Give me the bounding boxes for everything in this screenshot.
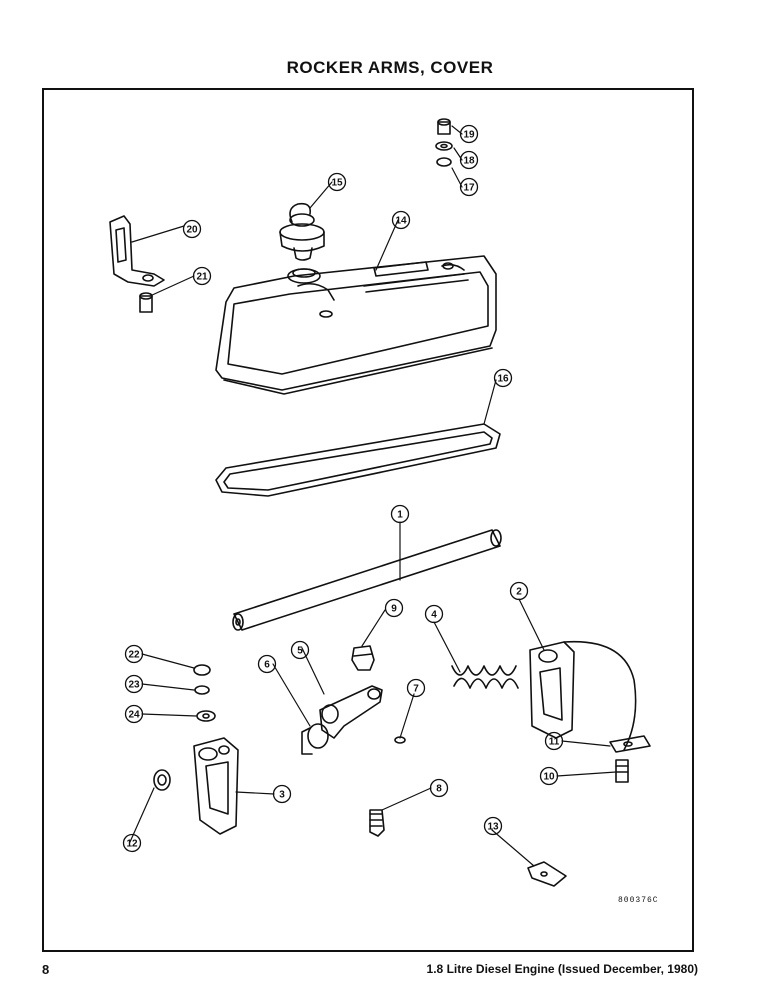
callout-circle (122, 833, 142, 853)
exploded-parts-diagram: 1 2 3 4 5 6 7 8 9 10 11 12 13 14 15 16 1… (109, 118, 651, 887)
cover-fixings (435, 118, 453, 167)
callout-circle (483, 816, 503, 836)
callout-circle (124, 674, 144, 694)
callout-10: 10 (543, 772, 555, 783)
drawing-reference-code: 800376C (618, 896, 659, 905)
callout-19: 19 (463, 130, 475, 141)
callout-circle (327, 172, 347, 192)
callout-18: 18 (463, 156, 475, 167)
callout-13: 13 (487, 822, 499, 833)
callout-circle (493, 368, 513, 388)
callout-circle (424, 604, 444, 624)
callout-20: 20 (186, 225, 198, 236)
spacer (139, 292, 153, 313)
spring (451, 665, 519, 689)
callout-circle (272, 784, 292, 804)
callout-circle (544, 731, 564, 751)
oil-filler-cap (279, 202, 325, 261)
bush (301, 723, 329, 755)
callout-circle (429, 778, 449, 798)
callout-11: 11 (549, 737, 560, 748)
rocker-shaft (232, 529, 502, 631)
page-number: 8 (42, 962, 50, 977)
callout-circle (459, 124, 479, 144)
callout-17: 17 (463, 183, 475, 194)
callout-24: 24 (128, 710, 140, 721)
rocker-arm (319, 685, 383, 739)
callout-circle (459, 150, 479, 170)
washer (153, 769, 171, 791)
callout-circle (539, 766, 559, 786)
callout-circle (124, 644, 144, 664)
rocker-bracket-right (529, 640, 637, 751)
leader-lines (129, 125, 617, 867)
gasket (215, 423, 501, 497)
callout-7: 7 (413, 684, 419, 695)
callout-3: 3 (279, 790, 285, 801)
callout-4: 4 (431, 610, 437, 621)
callout-1: 1 (397, 510, 403, 521)
page-title: ROCKER ARMS, COVER (286, 58, 494, 77)
bracket-fixings (193, 664, 216, 722)
adjusting-screw (369, 809, 385, 837)
callout-labels: 1 2 3 4 5 6 7 8 9 10 11 12 13 14 15 16 1… (126, 130, 559, 850)
callout-5: 5 (297, 646, 303, 657)
callout-circle (406, 678, 426, 698)
callout-circle (459, 177, 479, 197)
callout-circle (384, 598, 404, 618)
callout-6: 6 (264, 660, 270, 671)
callout-circle (509, 581, 529, 601)
callout-circle (182, 219, 202, 239)
callout-circle (390, 504, 410, 524)
callout-9: 9 (391, 604, 397, 615)
rocker-bracket-left (193, 737, 239, 835)
callout-12: 12 (126, 839, 138, 850)
callout-circle (290, 640, 310, 660)
callout-circle (257, 654, 277, 674)
callout-15: 15 (331, 178, 343, 189)
callout-2: 2 (516, 587, 522, 598)
plug (615, 759, 629, 783)
callout-21: 21 (196, 272, 208, 283)
locknut (351, 645, 375, 671)
callout-circle (391, 210, 411, 230)
footer-publication-info: 1.8 Litre Diesel Engine (Issued December… (426, 962, 698, 976)
diagram-frame: 1 2 3 4 5 6 7 8 9 10 11 12 13 14 15 16 1… (42, 88, 694, 952)
blanking-plate (527, 861, 567, 887)
rocker-cover (215, 255, 497, 395)
lifting-bracket (109, 215, 165, 287)
callout-22: 22 (128, 650, 140, 661)
callout-14: 14 (395, 216, 407, 227)
callout-8: 8 (436, 784, 442, 795)
callout-circle (192, 266, 212, 286)
callout-markers (122, 124, 564, 853)
callout-circle (124, 704, 144, 724)
locking-plate (609, 735, 651, 753)
callout-23: 23 (128, 680, 140, 691)
callout-16: 16 (497, 374, 509, 385)
